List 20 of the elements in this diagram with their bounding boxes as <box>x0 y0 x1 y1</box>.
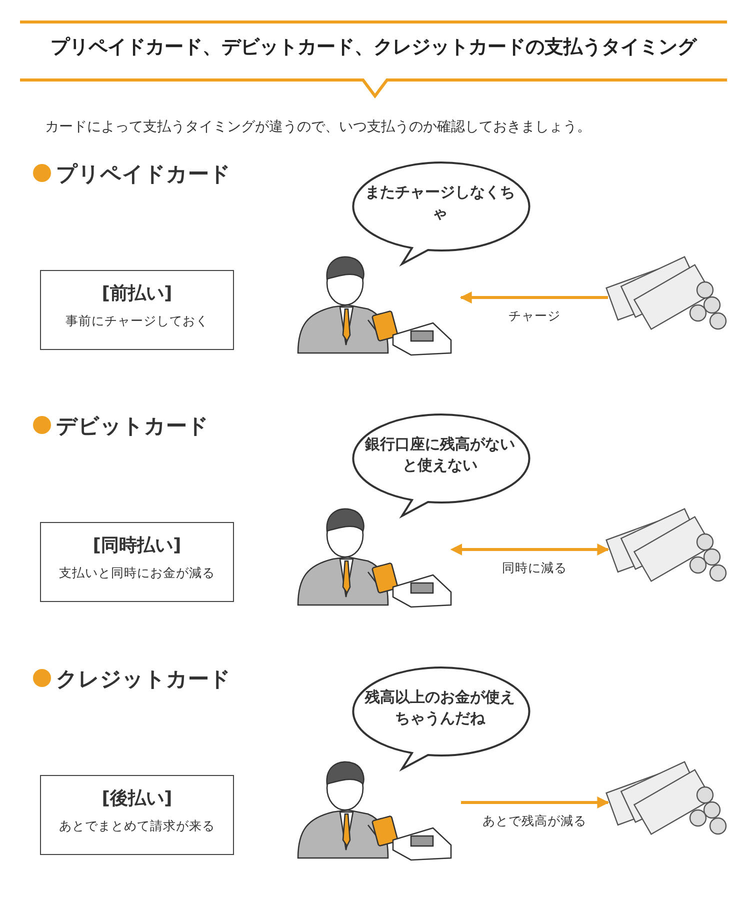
payment-type-box <box>40 775 234 855</box>
box-title: [同時払い] <box>92 534 182 557</box>
box-title: [前払い] <box>102 282 172 305</box>
section-heading: クレジットカード <box>56 666 231 693</box>
arrow <box>461 796 610 808</box>
arrow <box>450 544 610 556</box>
payment-type-box <box>40 270 234 350</box>
section-heading: プリペイドカード <box>56 161 231 188</box>
box-title: [後払い] <box>102 787 172 810</box>
speech-text: またチャージしなくちゃ <box>364 182 516 224</box>
box-text: あとでまとめて請求が来る <box>59 818 215 835</box>
speech-text: 銀行口座に残高がないと使えない <box>364 434 516 476</box>
box-text: 事前にチャージしておく <box>66 313 208 330</box>
speech-text: 残高以上のお金が使えちゃうんだね <box>364 687 516 729</box>
box-text: 支払いと同時にお金が減る <box>59 565 215 582</box>
section-heading: デビットカード <box>56 413 209 440</box>
intro-text: カードによって支払うタイミングが違うので、いつ支払うのか確認しておきましょう。 <box>45 118 591 136</box>
arrow <box>460 292 608 304</box>
title: プリペイドカード、デビットカード、クレジットカードの支払うタイミング <box>50 35 698 60</box>
payment-type-box <box>40 522 234 602</box>
